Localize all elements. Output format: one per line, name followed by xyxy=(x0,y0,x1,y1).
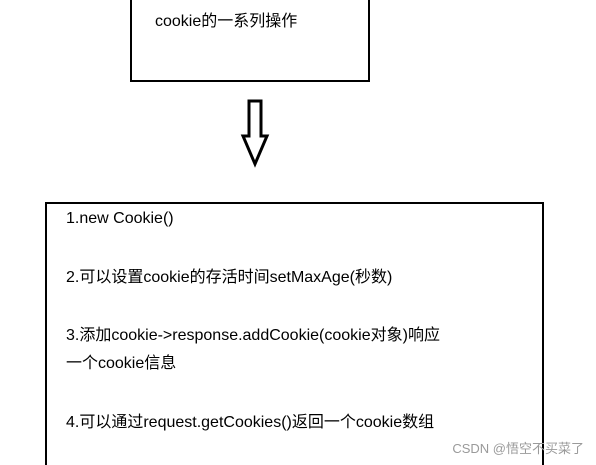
step-line-3: 3.添加cookie->response.addCookie(cookie对象)… xyxy=(66,327,440,344)
step-line-4: 4.可以通过request.getCookies()返回一个cookie数组 xyxy=(66,414,435,431)
step-line-2: 2.可以设置cookie的存活时间setMaxAge(秒数) xyxy=(66,269,393,286)
title-box-label: cookie的一系列操作 xyxy=(155,13,298,30)
watermark: CSDN @悟空不买菜了 xyxy=(452,441,584,456)
down-arrow-shape xyxy=(240,99,270,168)
steps-box: 1.new Cookie() 2.可以设置cookie的存活时间setMaxAg… xyxy=(45,202,544,465)
step-line-1: 1.new Cookie() xyxy=(66,210,174,227)
step-line-3-continued: 一个cookie信息 xyxy=(66,355,177,372)
title-box: cookie的一系列操作 xyxy=(130,0,370,82)
